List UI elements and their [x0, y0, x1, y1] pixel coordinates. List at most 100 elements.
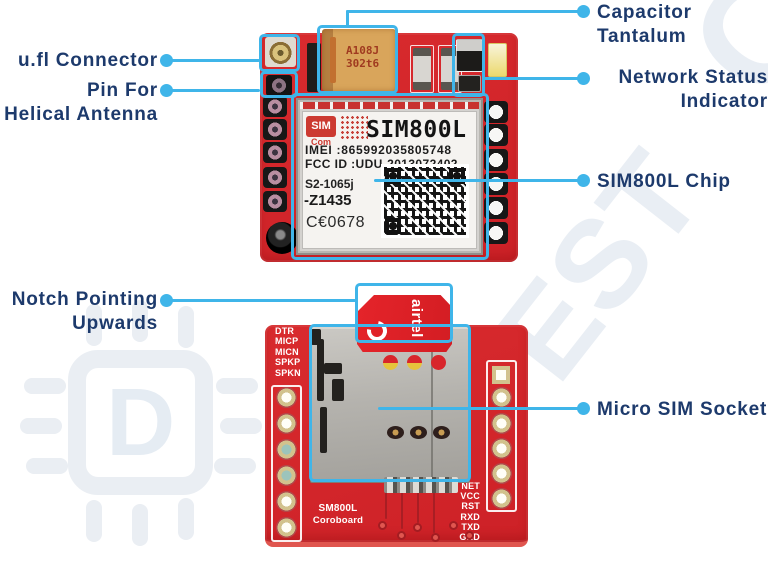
status-resistor — [458, 75, 481, 92]
label-line: Notch Pointing — [11, 289, 158, 310]
through-hole-pad — [484, 124, 508, 146]
wm-pin — [214, 458, 256, 474]
label-network-status-indicator: Network Status Indicator — [594, 66, 768, 114]
socket-latch — [317, 339, 324, 401]
socket-latch — [320, 407, 327, 453]
wm-pin — [20, 418, 62, 434]
pcb-trace — [417, 485, 419, 523]
chip-imei: IMEI :865992035805748 — [305, 143, 452, 157]
capacitor-marking-line2: 302t6 — [346, 57, 380, 70]
board-name-line1: SM800L — [318, 503, 358, 514]
watermark-chip-icon: D — [20, 300, 262, 550]
qr-code — [381, 164, 469, 238]
pcb-via — [431, 533, 440, 542]
pcb-trace — [385, 485, 387, 519]
chip-ce-mark: C€0678 — [306, 214, 366, 231]
socket-seam — [431, 329, 433, 479]
socket-window — [407, 355, 422, 370]
wm-pin — [86, 500, 102, 542]
label-helical-antenna-pin: Pin For Helical Antenna — [0, 79, 158, 127]
pcb-via — [378, 521, 387, 530]
pcb-trace — [433, 485, 435, 533]
board-name-silk: SM800L Coroboard — [298, 503, 378, 527]
label-line: Upwards — [72, 313, 158, 334]
socket-contact — [387, 426, 404, 439]
callout-dot-notch — [160, 294, 173, 307]
highlight-network-indicator — [452, 33, 485, 97]
wm-pin — [178, 306, 194, 348]
through-hole-pad — [491, 438, 512, 459]
highlight-antenna-pin — [260, 71, 298, 98]
wm-pin — [132, 300, 148, 342]
capacitor-polarity-bar — [330, 37, 336, 83]
through-hole-pad — [263, 191, 287, 212]
label-line: Capacitor — [597, 2, 692, 23]
capacitor-marking: A108J 302t6 — [346, 44, 379, 70]
pin-label: RXD — [460, 511, 480, 522]
highlight-capacitor — [317, 25, 398, 94]
watermark-chip-letter: D — [106, 369, 176, 476]
label-line: Network Status — [618, 67, 768, 88]
label-ufl-connector: u.fl Connector — [18, 50, 158, 71]
label-capacitor-tantalum: Capacitor Tantalum — [597, 1, 692, 49]
through-hole-pad — [491, 413, 512, 434]
callout-dot-capacitor — [577, 5, 590, 18]
through-hole-pad — [276, 387, 297, 408]
leader-chip — [374, 179, 580, 182]
through-hole-pad — [276, 517, 297, 538]
watermark-chip-body — [68, 350, 213, 495]
callout-dot-socket — [577, 402, 590, 415]
simcom-logo-com: Com — [311, 137, 331, 147]
wm-pin — [26, 458, 68, 474]
socket-contact — [410, 426, 427, 439]
through-hole-pad — [484, 222, 508, 244]
leader-sim-socket — [378, 407, 580, 410]
pin-label: NET — [461, 481, 480, 491]
through-hole-pad — [491, 463, 512, 484]
label-sim800l-chip: SIM800L Chip — [597, 171, 731, 192]
leader-notch — [170, 299, 356, 302]
smd-capacitor — [410, 45, 434, 93]
board-name-line2: Coroboard — [312, 515, 364, 526]
through-hole-pad — [263, 119, 287, 140]
wm-pin — [178, 498, 194, 540]
leader-network-indicator — [484, 77, 580, 80]
right-pads-frame — [486, 360, 517, 512]
pin-label: SPKN — [275, 367, 301, 378]
capacitor-marking-line1: A108J — [346, 44, 380, 57]
callout-dot-antenna-pin — [160, 84, 173, 97]
ufl-connector — [265, 37, 296, 67]
label-line: Pin For — [86, 80, 158, 101]
chip-model: SIM800L — [366, 117, 467, 143]
simcom-logo: SIM — [306, 116, 336, 137]
through-hole-pad — [491, 488, 512, 509]
pin-label: SPKP — [275, 357, 301, 368]
pin-label: MICN — [275, 346, 299, 357]
pcb-via — [397, 531, 406, 540]
through-hole-pad — [484, 173, 508, 195]
wm-pin — [24, 378, 66, 394]
wm-pin — [220, 418, 262, 434]
through-hole-pad — [484, 149, 508, 171]
left-pads-frame — [271, 385, 302, 542]
helical-antenna-pin — [266, 75, 292, 96]
tantalum-capacitor: A108J 302t6 — [322, 29, 396, 91]
socket-latch — [324, 363, 342, 374]
label-line: Tantalum — [597, 26, 687, 47]
chip-castellated-edge — [300, 102, 479, 109]
wm-pin — [86, 304, 102, 346]
pcb-via — [465, 531, 474, 540]
through-hole-pad — [491, 387, 512, 408]
socket-window — [431, 355, 446, 370]
leader-antenna-pin — [170, 89, 260, 92]
label-line: Indicator — [680, 91, 768, 112]
socket-window — [383, 355, 398, 370]
through-hole-pad — [263, 167, 287, 188]
simcom-dot-matrix — [340, 115, 368, 139]
pcb-via — [449, 521, 458, 530]
socket-corner — [311, 329, 321, 345]
socket-latch — [332, 379, 344, 401]
highlight-ufl-connector — [259, 34, 300, 72]
through-hole-pad — [484, 197, 508, 219]
